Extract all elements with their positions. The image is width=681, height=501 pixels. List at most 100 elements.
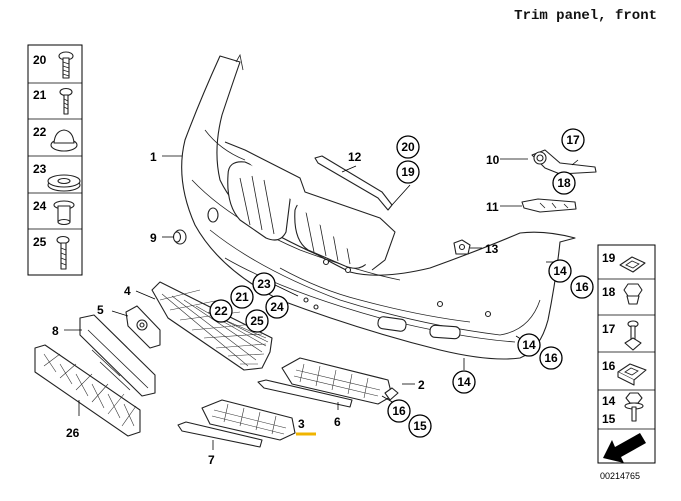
callout-9: 9 <box>150 231 157 245</box>
direction-arrow-icon <box>603 433 646 463</box>
circled-callout-22: 22 <box>209 299 233 323</box>
legend-label-24: 24 <box>33 199 47 213</box>
svg-text:14: 14 <box>522 338 536 352</box>
callout-5: 5 <box>97 303 104 317</box>
washer-23-icon <box>47 174 81 192</box>
svg-text:15: 15 <box>413 419 427 433</box>
svg-text:19: 19 <box>401 165 415 179</box>
legend-label-22: 22 <box>33 125 47 139</box>
svg-text:20: 20 <box>401 140 415 154</box>
legend-label-17: 17 <box>602 322 616 336</box>
circled-callout-18: 18 <box>552 171 576 195</box>
side-grille-3-part <box>201 399 296 441</box>
legend-label-25: 25 <box>33 235 47 249</box>
trim-strip-6-part <box>257 379 353 408</box>
screw-21-icon <box>59 87 73 115</box>
leader-4 <box>135 290 156 300</box>
svg-text:14: 14 <box>553 264 567 278</box>
bracket-10-part <box>531 149 597 175</box>
svg-text:16: 16 <box>544 351 558 365</box>
clip-16-icon <box>617 363 647 386</box>
svg-text:14: 14 <box>457 375 471 389</box>
trim-strip-7-part <box>177 421 263 448</box>
callout-4: 4 <box>124 284 131 298</box>
nut-18-icon <box>623 283 643 305</box>
clip-19-icon <box>619 256 646 273</box>
circled-callout-21: 21 <box>230 285 254 309</box>
carrier-26-part <box>34 344 141 437</box>
circled-callout-16: 16 <box>539 346 563 370</box>
circled-callout-16: 16 <box>387 399 411 423</box>
svg-text:18: 18 <box>557 176 571 190</box>
svg-text:25: 25 <box>250 314 264 328</box>
callout-11: 11 <box>486 200 499 214</box>
plain-callouts: 1 2 3 4 5 6 7 8 9 10 11 12 13 26 <box>52 150 500 467</box>
lower-grille-4-part <box>151 281 273 371</box>
screw-14-15-icon <box>624 392 644 422</box>
screw-25-icon <box>56 235 70 270</box>
circled-callout-16: 16 <box>570 275 594 299</box>
right-legend: 19 18 17 16 14 15 <box>597 244 656 464</box>
svg-text:17: 17 <box>566 133 580 147</box>
svg-text:22: 22 <box>214 304 228 318</box>
circled-callout-17: 17 <box>561 128 585 152</box>
legend-label-20: 20 <box>33 53 47 67</box>
circled-callout-15: 15 <box>408 414 432 438</box>
legend-label-19: 19 <box>602 251 616 265</box>
svg-text:16: 16 <box>392 404 406 418</box>
circled-callouts: 14 16 14 16 14 16 <box>209 128 594 438</box>
screw-20-icon <box>58 51 74 79</box>
right-legend-frame <box>597 244 656 464</box>
legend-label-15: 15 <box>602 412 616 426</box>
leader-5 <box>111 310 129 317</box>
circled-callout-19: 19 <box>396 160 420 184</box>
legend-label-18: 18 <box>602 285 616 299</box>
bracket-11-part <box>521 198 577 213</box>
screw-17-icon <box>624 320 642 351</box>
leader-17 <box>571 159 579 166</box>
legend-label-16: 16 <box>602 359 616 373</box>
callout-12: 12 <box>348 150 362 164</box>
cap-9-part <box>172 229 187 245</box>
svg-text:16: 16 <box>575 280 589 294</box>
circled-callout-14: 14 <box>452 370 476 394</box>
legend-label-14: 14 <box>602 394 616 408</box>
plate-base-8-part <box>79 314 156 397</box>
leader-lines <box>64 155 579 450</box>
circled-callout-14: 14 <box>548 259 572 283</box>
svg-text:24: 24 <box>270 300 284 314</box>
clip-13-part <box>453 239 471 255</box>
callout-2: 2 <box>418 378 425 392</box>
circled-callout-14: 14 <box>517 333 541 357</box>
diagram-title: Trim panel, front <box>514 8 657 24</box>
svg-text:23: 23 <box>257 277 271 291</box>
callout-13: 13 <box>485 242 499 256</box>
callout-1: 1 <box>150 150 157 164</box>
legend-label-23: 23 <box>33 162 47 176</box>
bumper-cover-part <box>181 53 576 360</box>
svg-text:21: 21 <box>235 290 249 304</box>
circled-callout-25: 25 <box>245 309 269 333</box>
trim-strip-12-part <box>314 155 393 211</box>
callout-10: 10 <box>486 153 500 167</box>
circled-callout-23: 23 <box>252 272 276 296</box>
legend-label-21: 21 <box>33 88 47 102</box>
callout-3: 3 <box>298 417 305 431</box>
grommet-22-icon <box>50 129 78 152</box>
leader-23 <box>274 284 299 297</box>
callout-7: 7 <box>208 453 215 467</box>
callout-8: 8 <box>52 324 59 338</box>
leader-12 <box>341 165 357 173</box>
callout-26: 26 <box>66 426 80 440</box>
bracket-5-part <box>125 305 161 349</box>
diagram-number: 00214765 <box>600 471 640 481</box>
nut-24-icon <box>53 200 75 226</box>
callout-6: 6 <box>334 415 341 429</box>
circled-callout-24: 24 <box>265 295 289 319</box>
circled-callout-20: 20 <box>396 135 420 159</box>
leader-19 <box>391 184 411 206</box>
left-legend: 20 21 22 23 24 25 <box>27 44 83 276</box>
side-grille-2-part <box>281 357 399 405</box>
